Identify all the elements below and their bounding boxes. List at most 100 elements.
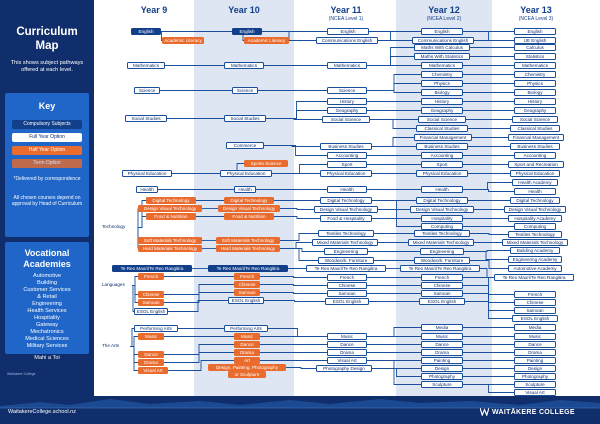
- connector-y9-languages-to-y9-samoan: [132, 285, 138, 303]
- subject-box-y10-chinese: Chinese: [234, 281, 260, 288]
- key-heading: Key: [38, 101, 56, 111]
- subject-box-y12-te-reo: Te Reo Maori/Te Reo Rangitira: [400, 265, 480, 272]
- subject-box-y12-dance: Dance: [421, 341, 463, 348]
- subject-box-y11-pe: Physical Education: [320, 170, 372, 177]
- column-title: Year 10: [228, 5, 260, 15]
- subject-box-y13-health-acad: Health Academy: [512, 179, 558, 186]
- key-approval-note: All chosen courses depend on approval by…: [11, 195, 83, 208]
- subject-box-y13-bus: Business Studies: [510, 143, 560, 150]
- footer-url[interactable]: WaitakereCollege.school.nz: [8, 409, 76, 415]
- column-title: Year 9: [140, 5, 168, 15]
- column-subtitle: (NCEA Level 2): [426, 16, 462, 22]
- subject-box-y13-calculus: Calculus: [514, 44, 556, 51]
- connector-y11-maths-to-y12-maths-stats: [367, 56, 414, 66]
- subject-box-y12-hosp: Hospitality: [421, 215, 463, 222]
- subject-box-y10-esol: ESOL English: [228, 297, 264, 304]
- connector-y10-soft-mat-to-y11-textiles: [280, 233, 318, 241]
- subject-box-y12-health: Health: [421, 186, 463, 193]
- connector-y10-french-to-y11-french: [260, 276, 327, 278]
- subject-box-y10-health: Health: [234, 186, 256, 193]
- footer: WaitakereCollege.school.nz WAITĀKERE COL…: [0, 396, 600, 424]
- subject-box-y12-painting: Painting: [421, 357, 463, 364]
- subject-box-y11-health: Health: [327, 186, 367, 193]
- subject-box-y13-music: Music: [514, 333, 556, 340]
- connector-y11-music-to-y12-media: [367, 327, 421, 337]
- subject-box-y13-visual-art: Visual Art: [514, 389, 556, 396]
- vocational-item: Building: [37, 280, 57, 286]
- subject-box-y9-social: Social Studies: [125, 115, 167, 122]
- subject-box-y12-sport: Sport: [421, 161, 463, 168]
- subject-box-y12-comm-eng: Communications English: [412, 37, 474, 44]
- connector-y10-english-to-y11-comm-eng: [262, 31, 316, 41]
- key-panel: Key Compulsory Subjects Full Year Option…: [5, 93, 89, 237]
- vocational-item: Customer Services: [23, 287, 71, 293]
- connector-y12-health-to-y13-health: [463, 189, 514, 192]
- subject-box-y13-photography: Photography: [514, 373, 556, 380]
- connector-y10-social-to-y11-socsci: [266, 118, 322, 120]
- subject-box-y13-dig-tech: Digital Technology: [510, 197, 560, 204]
- connector-y9-esol-to-y10-esol: [168, 300, 228, 312]
- connector-y9-chinese-to-y10-chinese: [164, 284, 234, 295]
- subject-box-y13-finman: Financial Management: [508, 134, 564, 141]
- subject-box-y13-esol: ESOL English: [512, 315, 558, 322]
- connector-y12-esol-to-y13-esol: [465, 301, 512, 319]
- key-compulsory: Compulsory Subjects: [12, 120, 82, 129]
- subject-box-y12-bus: Business Studies: [416, 143, 468, 150]
- subject-box-y10-pe: Physical Education: [220, 170, 272, 177]
- subject-box-y13-classics: Classical Studies: [510, 125, 560, 132]
- subject-box-y11-drama: Drama: [327, 349, 367, 356]
- subject-box-y13-french: French: [514, 291, 556, 298]
- subject-box-y13-bio: Biology: [514, 89, 556, 96]
- subject-box-y9-english: English: [131, 28, 161, 35]
- subject-box-y12-maths-stats: Maths With Statistics: [414, 53, 470, 60]
- subject-box-y11-te-reo: Te Reo Maori/Te Reo Rangitira: [306, 265, 386, 272]
- subject-box-y9-languages: Languages: [102, 282, 125, 287]
- column-title: Year 13: [520, 5, 552, 15]
- connector-y9-visual-art-to-y10-art: [168, 360, 234, 371]
- connector-y11-socsci-to-y12-classics: [370, 119, 416, 129]
- subject-box-y9-maths: Mathematics: [127, 62, 165, 69]
- subject-box-y10-dig-tech: Digital Technology: [224, 197, 274, 204]
- subject-box-y12-geog: Geography: [421, 107, 463, 114]
- connector-y9-samoan-to-y10-samoan: [164, 292, 234, 303]
- subject-box-y11-socsci: Social Science: [322, 116, 370, 123]
- subject-box-y13-textiles: Textiles Technology: [508, 231, 562, 238]
- subject-box-y12-mixed-mat: Mixed Materials Technology: [408, 239, 474, 246]
- subject-box-y9-visual-art: Visual Art: [138, 367, 168, 374]
- subject-box-y12-history: History: [421, 98, 463, 105]
- connector-y10-dvt-to-y11-dvt: [280, 208, 314, 210]
- subject-box-y12-french: French: [421, 274, 463, 281]
- vocational-item: Hospitality: [34, 315, 60, 321]
- connector-y10-samoan-to-y11-samoan: [260, 292, 327, 294]
- subject-box-y13-sport-rec: Sport and Recreation: [508, 161, 564, 168]
- key-correspondence-note: *Delivered by correspondence: [13, 176, 81, 182]
- map-title-line1: Curriculum: [16, 26, 78, 38]
- subject-box-y13-phys: Physics: [514, 80, 556, 87]
- connector-y11-photo-design-to-y12-photography: [372, 368, 421, 377]
- vocational-item-last: Mahi a Toi: [34, 355, 60, 361]
- connector-y10-design-etc-to-y11-photo-design: [286, 367, 316, 369]
- subject-box-y13-history: History: [514, 98, 556, 105]
- subject-box-y9-dig-tech: Digital Technology: [146, 197, 196, 204]
- subject-box-y10-food: Food & Nutrition: [224, 213, 274, 220]
- connector-y9-english-to-y9-acad-lit: [161, 31, 162, 41]
- connector-y11-visual-art-to-y12-sculpture: [367, 360, 421, 385]
- map-subtitle: This shows subject pathways offered at e…: [10, 60, 84, 73]
- subject-box-y13-english: English: [514, 28, 556, 35]
- vocational-item: Medical Sciences: [25, 336, 69, 342]
- connector-y9-tech-to-y9-food: [138, 216, 146, 228]
- subject-box-y9-soft-mat: Soft Materials Technology: [138, 237, 202, 244]
- connector-y12-health-to-y13-health-acad: [463, 182, 512, 190]
- subject-box-y12-socsci: Social Science: [418, 116, 466, 123]
- subject-box-y11-visual-art: Visual Art: [327, 357, 367, 364]
- column-subtitle: (NCEA Level 3): [518, 16, 554, 22]
- subject-box-y12-dvt: Design Visual Technology: [410, 206, 474, 213]
- vocational-heading-line1: Vocational: [24, 248, 70, 258]
- column-subtitle: (NCEA Level 1): [328, 16, 364, 22]
- subject-box-y11-music: Music: [327, 333, 367, 340]
- subject-box-y13-statistics: Statistics: [514, 53, 556, 60]
- subject-box-y12-chem: Chemistry: [421, 71, 463, 78]
- subject-box-y12-sculpture: Sculpture: [421, 381, 463, 388]
- connector-y10-social-to-y11-geog: [266, 110, 327, 119]
- connector-y10-food-to-y11-food-hosp: [274, 216, 320, 219]
